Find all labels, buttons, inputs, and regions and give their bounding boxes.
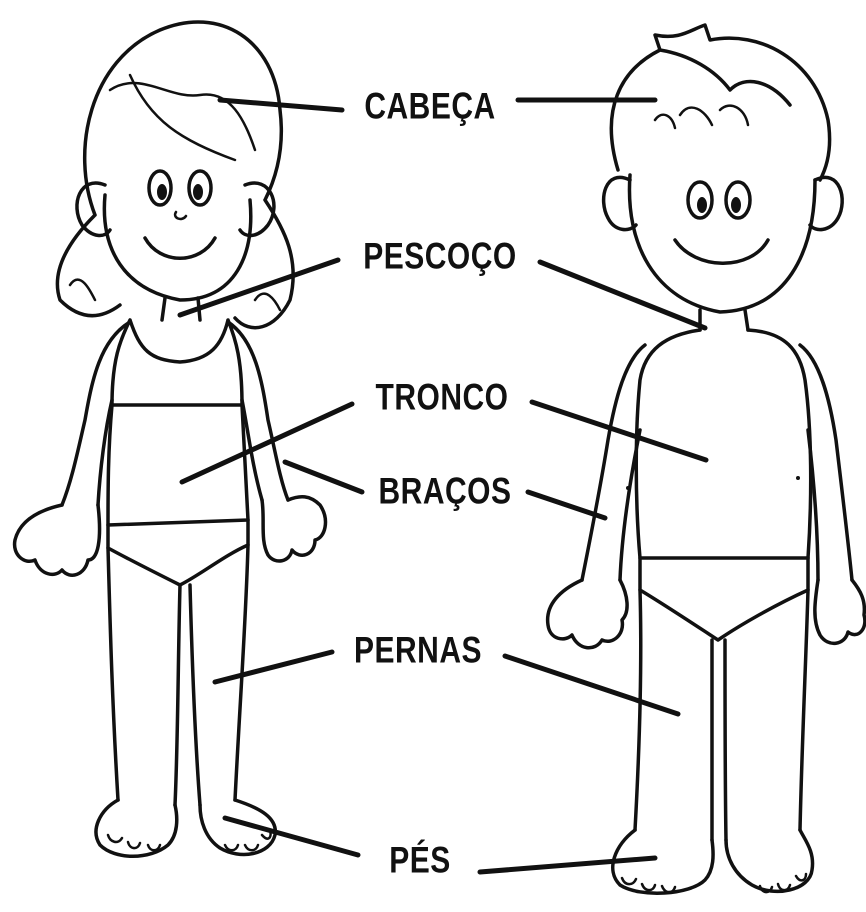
leader-trunk-boy [532,402,706,460]
girl-tank-top [112,320,242,405]
label-trunk: TRONCO [376,379,509,417]
leader-arms-girl [285,462,362,492]
girl-face [104,195,250,300]
leader-feet-girl [225,818,358,855]
boy-face [629,175,815,312]
label-feet: PÉS [389,842,451,880]
girl-underwear [108,520,248,585]
leader-legs-boy [505,656,678,714]
label-head: CABEÇA [364,88,495,126]
boy-legs [635,590,808,840]
leader-legs-girl [215,652,332,682]
boy-left-arm [582,345,645,580]
leader-feet-boy [480,858,655,872]
label-neck: PESCOÇO [363,238,517,276]
leader-neck-boy [540,262,705,328]
leader-arms-boy [528,492,605,518]
girl-hair [57,22,293,328]
leader-neck-girl [180,260,338,315]
label-legs: PERNAS [354,632,482,670]
label-arms: BRAÇOS [378,473,511,511]
boy-underwear [640,558,808,640]
